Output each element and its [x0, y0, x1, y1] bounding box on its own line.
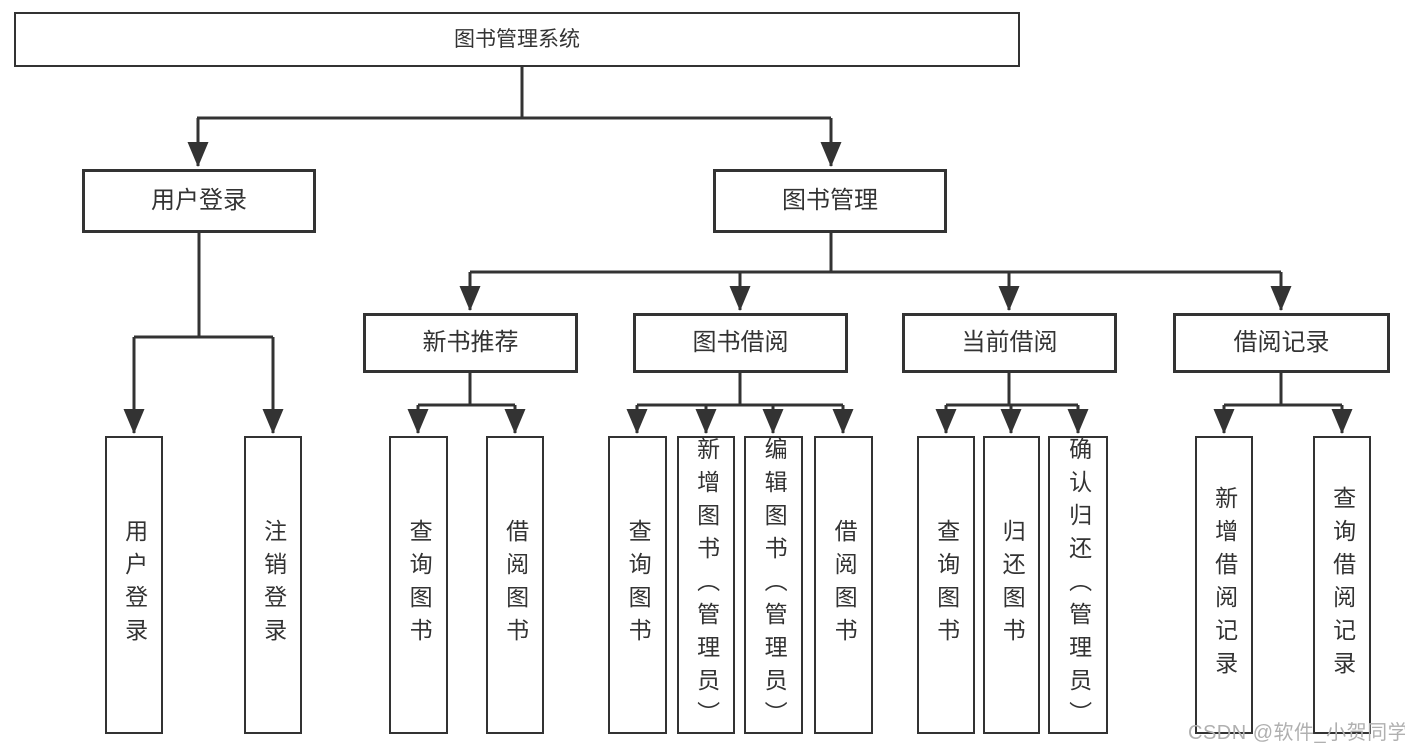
- node-label: 用户登录: [121, 519, 148, 651]
- leaf-query-books-current: 查询图书: [917, 436, 975, 734]
- node-book-management-system: 图书管理系统: [14, 12, 1020, 67]
- node-book-borrowing: 图书借阅: [633, 313, 848, 373]
- node-label: 查询图书: [625, 519, 652, 651]
- leaf-user-login: 用户登录: [105, 436, 163, 734]
- node-label: 确认归还（管理员）: [1065, 436, 1092, 734]
- leaf-add-books-admin: 新增图书（管理员）: [677, 436, 735, 734]
- node-label: 查询图书: [933, 519, 960, 651]
- leaf-borrow-books: 借阅图书: [814, 436, 873, 734]
- node-new-book-recommendation: 新书推荐: [363, 313, 578, 373]
- node-label: 查询图书: [406, 519, 433, 651]
- node-label: 借阅图书: [831, 519, 858, 651]
- leaf-edit-books-admin: 编辑图书（管理员）: [744, 436, 803, 734]
- node-label: 新增图书（管理员）: [693, 436, 720, 734]
- node-label: 新增借阅记录: [1211, 486, 1238, 684]
- node-book-management: 图书管理: [713, 169, 947, 233]
- leaf-add-borrow-record: 新增借阅记录: [1195, 436, 1253, 734]
- leaf-query-borrow-record: 查询借阅记录: [1313, 436, 1371, 734]
- node-label: 编辑图书（管理员）: [761, 436, 788, 734]
- node-label: 归还图书: [999, 519, 1026, 651]
- node-label: 借阅图书: [502, 519, 529, 651]
- node-label: 图书借阅: [692, 329, 789, 356]
- node-borrowing-records: 借阅记录: [1173, 313, 1390, 373]
- node-label: 新书推荐: [422, 329, 519, 356]
- node-label: 查询借阅记录: [1329, 486, 1356, 684]
- node-label: 图书管理: [782, 187, 878, 214]
- leaf-confirm-return-admin: 确认归还（管理员）: [1048, 436, 1108, 734]
- node-label: 注销登录: [260, 519, 287, 651]
- leaf-borrow-books-recommend: 借阅图书: [486, 436, 544, 734]
- leaf-query-books-borrow: 查询图书: [608, 436, 667, 734]
- node-label: 借阅记录: [1233, 329, 1330, 356]
- node-label: 图书管理系统: [454, 28, 580, 51]
- leaf-query-books-recommend: 查询图书: [389, 436, 448, 734]
- leaf-logout: 注销登录: [244, 436, 302, 734]
- node-label: 用户登录: [151, 187, 247, 214]
- leaf-return-books: 归还图书: [983, 436, 1040, 734]
- node-label: 当前借阅: [961, 329, 1058, 356]
- node-user-login: 用户登录: [82, 169, 316, 233]
- node-current-borrowing: 当前借阅: [902, 313, 1117, 373]
- csdn-watermark: CSDN @软件_小贺同学: [1188, 722, 1405, 744]
